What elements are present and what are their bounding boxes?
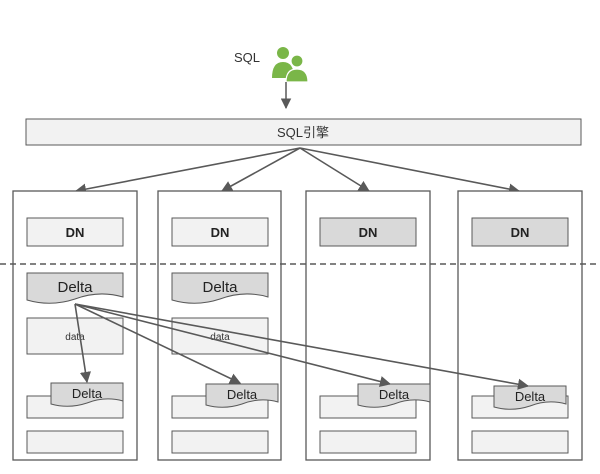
bottom-box-3 xyxy=(319,430,417,454)
row-delta-doc-3 xyxy=(357,383,431,408)
data-label-2: data xyxy=(210,332,230,343)
bottom-box-1 xyxy=(26,430,124,454)
dn-box-1 xyxy=(26,217,124,247)
sql-client-label: SQL xyxy=(234,50,260,65)
row-delta-doc-1 xyxy=(50,382,124,407)
dn-boxes: DN DN DN DN xyxy=(26,217,569,247)
row-delta-label-4: Delta xyxy=(515,389,546,404)
users-icon xyxy=(272,47,309,83)
sql-engine-box xyxy=(25,118,582,146)
data-box-1 xyxy=(26,317,124,355)
delta-doc-1 xyxy=(26,272,124,304)
data-boxes: data data xyxy=(26,317,269,355)
row-delta-doc-2 xyxy=(205,383,279,408)
row-delta-label-1: Delta xyxy=(72,386,103,401)
dn-label-2: DN xyxy=(211,225,230,240)
dn-box-3 xyxy=(319,217,417,247)
data-label-1: data xyxy=(65,332,85,343)
dn-label-3: DN xyxy=(359,225,378,240)
delta-docs: Delta Delta xyxy=(26,272,269,304)
sql-engine-label: SQL引擎 xyxy=(277,125,329,140)
row-delta-tags: Delta Delta Delta Delta xyxy=(50,382,567,410)
delta-to-node-2-arrow xyxy=(74,303,242,384)
delta-to-node-3-arrow xyxy=(74,303,392,387)
delta-to-node-1-arrow xyxy=(74,303,92,384)
engine-to-node-3-arrow xyxy=(299,147,370,192)
delta-label-1: Delta xyxy=(57,279,93,296)
bottom-box-2 xyxy=(171,430,269,454)
bottom-box-4 xyxy=(471,430,569,454)
delta-label-2: Delta xyxy=(202,279,238,296)
delta-distribution-arrows xyxy=(74,303,530,390)
dn-label-1: DN xyxy=(66,225,85,240)
row-delta-doc-4 xyxy=(493,385,567,410)
dn-label-4: DN xyxy=(511,225,530,240)
dn-box-2 xyxy=(171,217,269,247)
engine-to-node-1-arrow xyxy=(74,147,301,195)
engine-to-node-2-arrow xyxy=(221,147,301,192)
row-delta-label-2: Delta xyxy=(227,387,258,402)
delta-doc-2 xyxy=(171,272,269,304)
engine-to-node-arrows xyxy=(74,147,521,195)
dn-box-4 xyxy=(471,217,569,247)
engine-to-node-4-arrow xyxy=(299,147,521,195)
delta-to-node-4-arrow xyxy=(74,303,530,390)
row-delta-label-3: Delta xyxy=(379,387,410,402)
